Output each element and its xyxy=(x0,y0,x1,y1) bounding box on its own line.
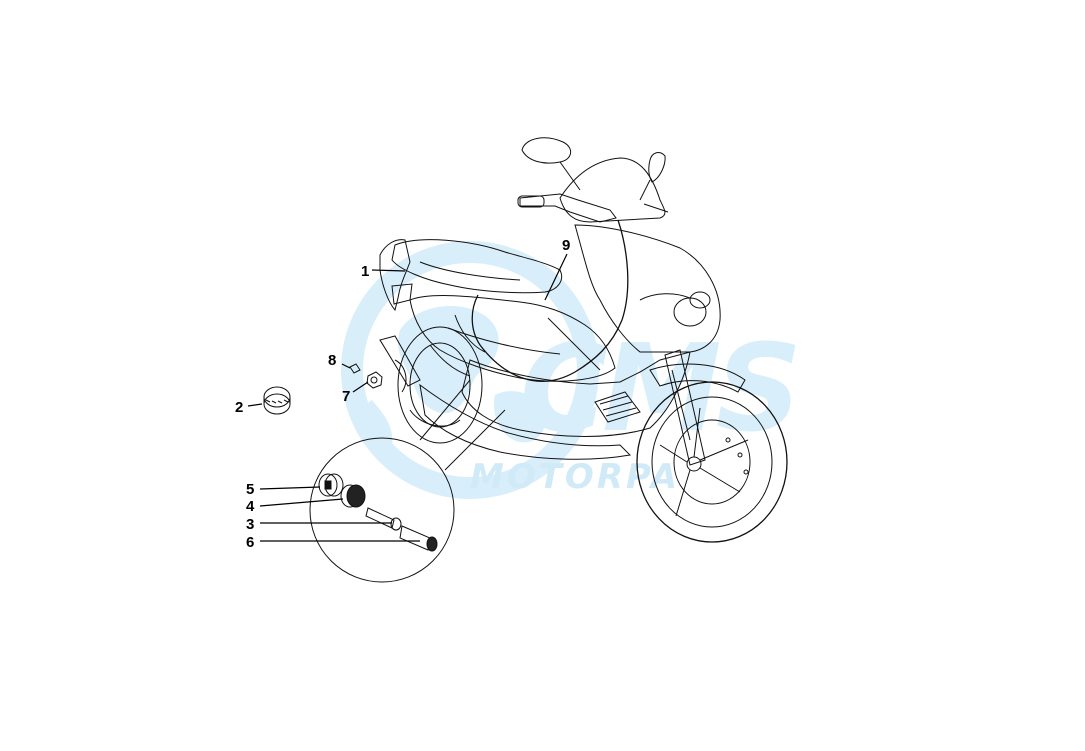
rear-shock xyxy=(379,335,421,387)
right-mirror xyxy=(648,152,666,183)
callout-8: 8 xyxy=(328,352,336,369)
left-mirror xyxy=(521,137,571,164)
watermark-logo: CMS xyxy=(520,320,796,459)
detail-circle xyxy=(309,379,506,583)
watermark-brand: MOTORPA xyxy=(470,457,680,497)
cable-9 xyxy=(471,219,629,382)
part-2-ring xyxy=(263,386,291,415)
front-fairing xyxy=(574,224,721,353)
front-wheel xyxy=(636,381,788,543)
handlebar xyxy=(519,193,617,223)
front-fork xyxy=(664,349,706,466)
seat xyxy=(391,239,563,294)
callout-7: 7 xyxy=(342,388,350,405)
callout-1: 1 xyxy=(361,263,369,280)
floorboard xyxy=(461,351,691,437)
part-8-clip xyxy=(349,363,361,374)
front-fender xyxy=(649,363,746,393)
callout-5: 5 xyxy=(246,481,254,498)
side-panel xyxy=(409,295,616,382)
part-6-sleeve xyxy=(399,525,438,552)
part-4-bushing xyxy=(340,484,366,508)
callouts: 1 2 3 4 5 6 7 8 9 xyxy=(235,237,570,551)
callout-4: 4 xyxy=(246,498,255,515)
part-7-nut xyxy=(366,371,383,389)
callout-2: 2 xyxy=(235,399,243,416)
radiator-grille xyxy=(594,391,641,423)
part-5-bushing xyxy=(318,473,344,497)
lower-body xyxy=(419,383,632,460)
leader-lines xyxy=(247,253,568,542)
part-3-pin xyxy=(365,507,402,531)
scooter-illustration xyxy=(379,137,788,543)
watermark: CMS MOTORPA xyxy=(341,241,802,499)
callout-3: 3 xyxy=(246,516,254,533)
callout-6: 6 xyxy=(246,534,254,551)
rear-body xyxy=(379,239,411,312)
callout-9: 9 xyxy=(562,237,570,254)
windscreen xyxy=(559,157,666,223)
